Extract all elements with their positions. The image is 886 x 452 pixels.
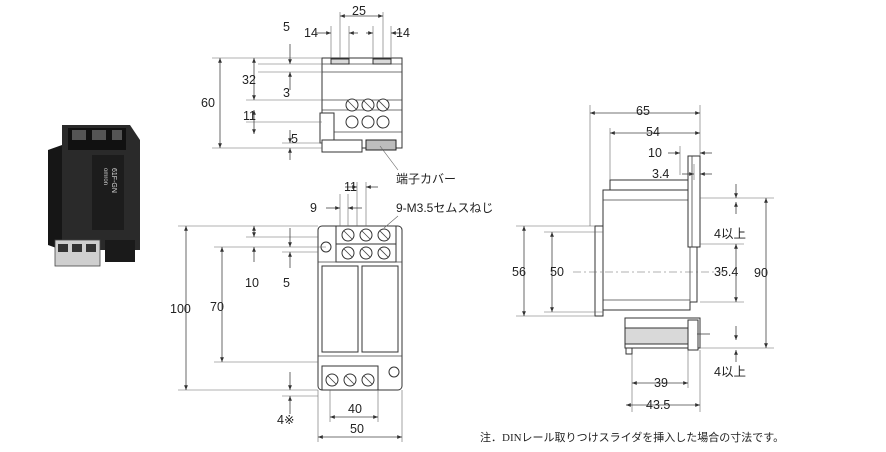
dim-side-4-top: 4以上 [714, 227, 746, 241]
dim-side-35-4: 35.4 [714, 265, 738, 279]
dim-side-3-4: 3.4 [652, 167, 669, 181]
dim-front-10: 10 [245, 276, 259, 290]
product-photo: omron 61F-GN [48, 125, 140, 267]
dim-front-40: 40 [348, 402, 362, 416]
label-terminal-cover: 端子カバー [396, 172, 456, 186]
dim-side-4-bottom: 4以上 [714, 365, 746, 379]
dim-side-56: 56 [512, 265, 526, 279]
dim-front-4: 4※ [277, 413, 294, 427]
dim-top-5: 5 [283, 20, 290, 34]
dim-front-100: 100 [170, 302, 191, 316]
top-view: 14 25 14 60 5 3 32 11 5 端子カバー [201, 4, 456, 186]
dim-top-60: 60 [201, 96, 215, 110]
dim-side-39: 39 [654, 376, 668, 390]
dim-front-5: 5 [283, 276, 290, 290]
dim-top-11: 11 [243, 109, 256, 123]
dim-side-43-5: 43.5 [646, 398, 670, 412]
dim-side-50: 50 [550, 265, 564, 279]
dim-top-5b: 5 [291, 132, 298, 146]
dim-front-9: 9 [310, 201, 317, 215]
dim-top-14-left: 14 [304, 26, 318, 40]
front-view: 11 9 9-M3.5セムスねじ 100 70 10 5 4※ 40 50 [170, 180, 493, 442]
footnote: 注．DINレール取りつけスライダを挿入した場合の寸法です。 [480, 430, 784, 444]
dim-front-50: 50 [350, 422, 364, 436]
dim-top-14-right: 14 [396, 26, 410, 40]
dim-side-65: 65 [636, 104, 650, 118]
dim-front-70: 70 [210, 300, 224, 314]
side-view: 65 54 10 3.4 56 50 90 35.4 4以上 4以上 [512, 104, 774, 412]
label-screws: 9-M3.5セムスねじ [396, 201, 493, 215]
dim-side-10: 10 [648, 146, 662, 160]
dim-top-32: 32 [242, 73, 256, 87]
product-model-text: 61F-GN [110, 168, 117, 193]
dim-side-54: 54 [646, 125, 660, 139]
product-brand-text: omron [102, 168, 108, 185]
dim-top-3: 3 [283, 86, 290, 100]
dim-side-90: 90 [754, 266, 768, 280]
dim-top-25: 25 [352, 4, 366, 18]
dim-front-11: 11 [344, 180, 357, 194]
